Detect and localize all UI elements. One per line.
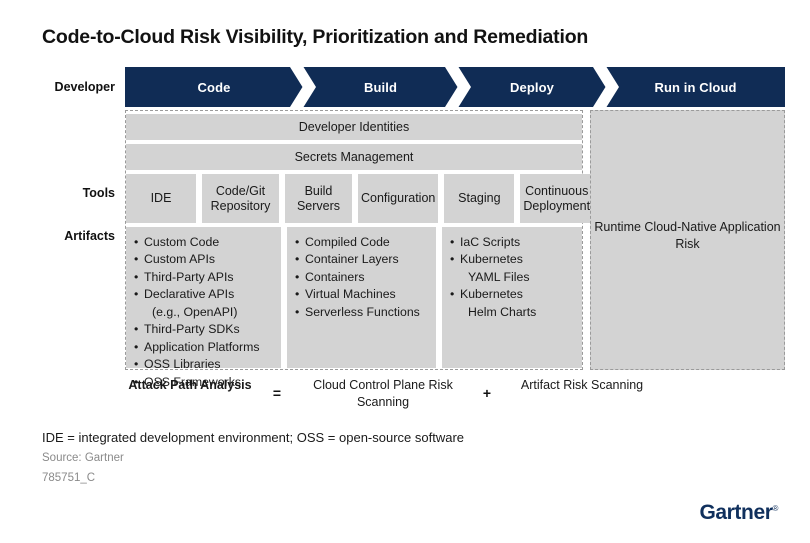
stage-chevron-deploy[interactable]: Deploy bbox=[458, 67, 606, 107]
artifact-list-item: Custom Code bbox=[134, 234, 275, 252]
artifact-list-item: Application Platforms bbox=[134, 339, 275, 357]
artifact-cell-code[interactable]: Custom CodeCustom APIsThird-Party APIsDe… bbox=[126, 227, 281, 392]
tool-cell-staging[interactable]: Staging bbox=[444, 174, 515, 223]
equation-term-attack-path-analysis: Attack Path Analysis bbox=[128, 378, 252, 392]
pipeline-left-group: Developer Identities Secrets Management … bbox=[125, 110, 594, 392]
tool-cell-continuous-deployment[interactable]: Continuous Deployment bbox=[520, 174, 594, 223]
band-secrets-management[interactable]: Secrets Management bbox=[126, 144, 582, 170]
artifact-list-item: (e.g., OpenAPI) bbox=[152, 304, 238, 319]
artifact-list-item: IaC Scripts bbox=[450, 234, 576, 252]
artifacts-row: Custom CodeCustom APIsThird-Party APIsDe… bbox=[126, 227, 582, 392]
band-label-secrets-management: Secrets Management bbox=[294, 150, 414, 164]
registered-mark-icon: ® bbox=[772, 504, 779, 513]
legend-note: IDE = integrated development environment… bbox=[42, 430, 465, 445]
page-title: Code-to-Cloud Risk Visibility, Prioritiz… bbox=[42, 26, 589, 48]
stage-label-build: Build bbox=[364, 79, 397, 95]
artifact-list-item: Kubernetes bbox=[450, 286, 576, 304]
row-label-developer: Developer bbox=[54, 80, 115, 94]
artifact-list-code: Custom CodeCustom APIsThird-Party APIsDe… bbox=[134, 234, 275, 392]
tool-cell-code-git-repository[interactable]: Code/Git Repository bbox=[202, 174, 279, 223]
stage-chevron-bar: Code Build Deploy Run in Cloud bbox=[125, 67, 785, 107]
artifact-list-item: YAML Files bbox=[468, 269, 530, 284]
artifact-list-item: Declarative APIs bbox=[134, 286, 275, 304]
equation-operator-plus: + bbox=[482, 385, 492, 401]
artifact-list-item: Helm Charts bbox=[468, 304, 537, 319]
artifact-cell-deploy[interactable]: IaC ScriptsKubernetesYAML FilesKubernete… bbox=[442, 227, 582, 368]
artifact-cell-build[interactable]: Compiled CodeContainer LayersContainersV… bbox=[287, 227, 436, 368]
source-note: Source: Gartner bbox=[42, 452, 124, 464]
artifact-list-item: OSS Frameworks bbox=[134, 374, 275, 392]
gartner-logo-text: Gartner bbox=[699, 501, 773, 524]
band-developer-identities[interactable]: Developer Identities bbox=[126, 114, 582, 140]
artifact-list-item: Custom APIs bbox=[134, 251, 275, 269]
row-label-tools: Tools bbox=[82, 186, 115, 200]
equation-term-cloud-control-plane-risk-scanning: Cloud Control Plane Risk Scanning bbox=[313, 378, 453, 409]
artifact-list-item: OSS Libraries bbox=[134, 356, 275, 374]
stage-label-deploy: Deploy bbox=[510, 79, 554, 95]
artifact-list-item: Kubernetes bbox=[450, 251, 576, 269]
artifact-list-item: Containers bbox=[295, 269, 430, 287]
artifact-list-deploy: IaC ScriptsKubernetesYAML FilesKubernete… bbox=[450, 234, 576, 321]
tool-cell-build-servers[interactable]: Build Servers bbox=[285, 174, 352, 223]
artifact-list-build: Compiled CodeContainer LayersContainersV… bbox=[295, 234, 430, 322]
tools-row: IDE Code/Git Repository Build Servers Co… bbox=[126, 174, 594, 223]
gartner-logo: Gartner® bbox=[699, 501, 778, 525]
stage-chevron-build[interactable]: Build bbox=[303, 67, 458, 107]
run-in-cloud-panel[interactable]: Runtime Cloud-Native Application Risk bbox=[590, 110, 785, 370]
artifact-list-item: Container Layers bbox=[295, 251, 430, 269]
row-label-artifacts: Artifacts bbox=[64, 229, 115, 243]
attack-path-equation: Attack Path Analysis = Cloud Control Pla… bbox=[125, 377, 685, 413]
artifact-list-item: Compiled Code bbox=[295, 234, 430, 252]
tool-cell-configuration[interactable]: Configuration bbox=[358, 174, 439, 223]
stage-chevron-run-in-cloud[interactable]: Run in Cloud bbox=[606, 67, 785, 107]
equation-operator-equals: = bbox=[272, 385, 282, 401]
artifact-list-item: Serverless Functions bbox=[295, 304, 430, 322]
artifact-list-item: Third-Party SDKs bbox=[134, 321, 275, 339]
tool-cell-ide[interactable]: IDE bbox=[126, 174, 196, 223]
artifact-list-item: Third-Party APIs bbox=[134, 269, 275, 287]
equation-term-artifact-risk-scanning: Artifact Risk Scanning bbox=[520, 378, 644, 392]
stage-chevron-code[interactable]: Code bbox=[125, 67, 303, 107]
stage-label-code: Code bbox=[197, 79, 231, 95]
stage-label-run-in-cloud: Run in Cloud bbox=[654, 79, 737, 95]
document-id: 785751_C bbox=[42, 472, 96, 484]
band-label-developer-identities: Developer Identities bbox=[298, 120, 410, 134]
run-in-cloud-panel-label: Runtime Cloud-Native Application Risk bbox=[594, 220, 781, 251]
artifact-list-item: Virtual Machines bbox=[295, 286, 430, 304]
